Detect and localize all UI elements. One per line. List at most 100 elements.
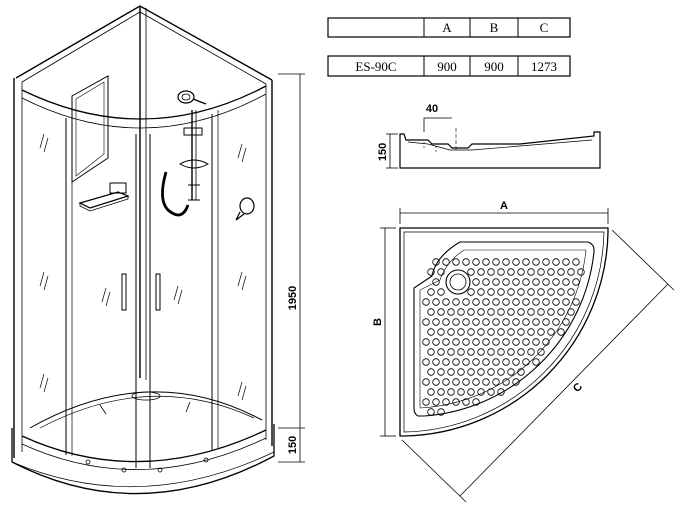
antislip-dot	[487, 388, 495, 396]
antislip-dot	[437, 268, 445, 276]
diagonal-c-label: C	[571, 381, 585, 395]
antislip-dot	[437, 388, 445, 396]
antislip-dot	[572, 278, 580, 286]
antislip-dot	[537, 348, 545, 356]
antislip-dot	[492, 338, 500, 346]
cabin-dimension-lines	[278, 73, 305, 463]
antislip-dot	[532, 298, 540, 306]
antislip-dot	[427, 288, 435, 296]
antislip-dot	[482, 318, 490, 326]
antislip-dot	[442, 298, 450, 306]
antislip-dot	[537, 268, 545, 276]
antislip-dot	[427, 308, 435, 316]
antislip-dot	[492, 278, 500, 286]
antislip-dot	[542, 258, 550, 266]
antislip-dot	[532, 258, 540, 266]
antislip-dot	[492, 258, 500, 266]
antislip-dot	[447, 308, 455, 316]
antislip-dot	[547, 288, 555, 296]
antislip-dot	[472, 338, 480, 346]
antislip-dot	[422, 398, 430, 406]
antislip-dot	[537, 328, 545, 336]
antislip-dot	[507, 328, 515, 336]
antislip-dot	[502, 278, 510, 286]
antislip-dot	[517, 368, 525, 376]
antislip-dot	[432, 298, 440, 306]
antislip-dot	[507, 288, 515, 296]
antislip-dot	[567, 288, 575, 296]
antislip-dot	[567, 308, 575, 316]
antislip-dot	[497, 368, 505, 376]
antislip-dot	[442, 318, 450, 326]
antislip-dot	[507, 368, 515, 376]
depth-b-label: B	[372, 318, 384, 326]
antislip-dot	[452, 298, 460, 306]
antislip-dot	[457, 368, 465, 376]
antislip-dot	[437, 328, 445, 336]
antislip-dot	[522, 278, 530, 286]
antislip-dot	[462, 258, 470, 266]
antislip-dot	[457, 348, 465, 356]
antislip-dot	[467, 368, 475, 376]
antislip-dot	[442, 358, 450, 366]
cabin-height-label: 1950	[287, 286, 299, 310]
antislip-dot	[572, 258, 580, 266]
antislip-dot	[527, 328, 535, 336]
antislip-dot	[467, 388, 475, 396]
antislip-dot	[487, 368, 495, 376]
antislip-dot	[517, 268, 525, 276]
antislip-dot	[457, 388, 465, 396]
antislip-dot	[502, 338, 510, 346]
antislip-dot	[452, 358, 460, 366]
antislip-dot	[432, 358, 440, 366]
antislip-dot	[567, 268, 575, 276]
spec-value-b: 900	[484, 59, 504, 74]
antislip-dot	[447, 328, 455, 336]
antislip-dot	[427, 328, 435, 336]
antislip-dot	[552, 258, 560, 266]
antislip-dot	[432, 318, 440, 326]
antislip-dot	[477, 368, 485, 376]
antislip-dot	[452, 398, 460, 406]
antislip-dot	[502, 298, 510, 306]
antislip-dot	[492, 318, 500, 326]
antislip-dot	[477, 308, 485, 316]
antislip-dot	[492, 358, 500, 366]
antislip-dot	[462, 338, 470, 346]
tray-height-section-label: 150	[377, 143, 389, 161]
spec-header-c: C	[540, 20, 549, 35]
antislip-dot	[497, 308, 505, 316]
antislip-dot	[572, 298, 580, 306]
antislip-dot	[422, 378, 430, 386]
antislip-dot	[462, 298, 470, 306]
antislip-dot	[467, 348, 475, 356]
antislip-dot	[562, 318, 570, 326]
antislip-dot	[547, 308, 555, 316]
antislip-dot	[472, 318, 480, 326]
antislip-dot	[477, 288, 485, 296]
spec-table: A B C ES-90C 900 900 1273	[327, 17, 571, 77]
antislip-dot	[447, 348, 455, 356]
antislip-dot	[522, 318, 530, 326]
antislip-dot	[527, 268, 535, 276]
antislip-dot	[482, 258, 490, 266]
antislip-dot	[482, 298, 490, 306]
antislip-dot	[422, 338, 430, 346]
antislip-dot	[452, 258, 460, 266]
antislip-dot	[487, 268, 495, 276]
antislip-dot	[552, 278, 560, 286]
antislip-dot	[472, 298, 480, 306]
antislip-dot	[512, 378, 520, 386]
antislip-dot	[497, 268, 505, 276]
tray-plan	[380, 208, 675, 503]
antislip-dot	[437, 348, 445, 356]
antislip-dot	[577, 268, 585, 276]
antislip-dot	[432, 378, 440, 386]
antislip-dot	[492, 298, 500, 306]
antislip-dot	[427, 268, 435, 276]
antislip-dot	[557, 308, 565, 316]
antislip-dot	[502, 318, 510, 326]
antislip-dot	[487, 328, 495, 336]
antislip-dot	[462, 398, 470, 406]
